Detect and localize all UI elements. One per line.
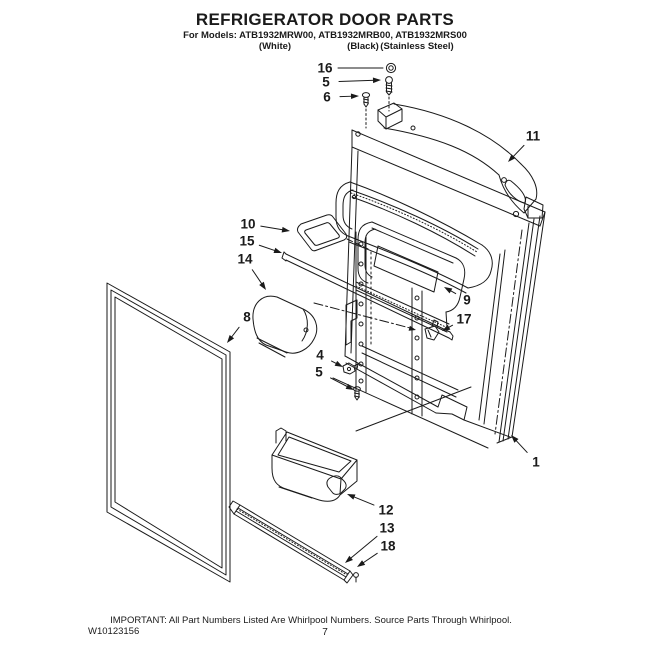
callout-14-arrowhead xyxy=(259,281,266,290)
callout-15-label: 15 xyxy=(239,234,255,249)
tray xyxy=(296,214,369,252)
callout-13-leader xyxy=(349,535,378,560)
callout-15-arrowhead xyxy=(273,247,282,254)
fastener-cap-16 xyxy=(385,62,397,74)
color-label-stainless: (Stainless Steel) xyxy=(380,41,454,52)
callout-13-label: 13 xyxy=(379,521,395,536)
callout-8-arrowhead xyxy=(227,334,235,343)
callout-1-leader xyxy=(514,438,528,453)
callout-1-arrowhead xyxy=(511,435,519,443)
callout-11-label: 11 xyxy=(526,129,541,144)
callout-18-leader xyxy=(361,552,378,565)
callout-6-label: 6 xyxy=(323,90,331,105)
butter-dish xyxy=(252,295,416,358)
callout-5-leader xyxy=(330,377,350,388)
callout-4-label: 4 xyxy=(316,348,324,363)
callout-6-arrowhead xyxy=(350,93,359,100)
page-number: 7 xyxy=(322,627,328,638)
bottom-trim-rail xyxy=(228,500,354,584)
callout-17-arrowhead xyxy=(442,324,451,331)
callout-10-arrowhead xyxy=(281,226,290,233)
page-title: REFRIGERATOR DOOR PARTS xyxy=(195,10,455,29)
callout-5-label: 5 xyxy=(315,365,323,380)
color-label-black: (Black) xyxy=(347,41,379,52)
fastener-screw-5-bottom xyxy=(353,386,361,401)
fastener-screw-6 xyxy=(361,92,371,129)
callout-14-leader xyxy=(251,269,264,286)
callout-12-leader xyxy=(352,495,375,506)
callout-12-label: 12 xyxy=(378,503,393,518)
document-number: W10123156 xyxy=(88,626,140,637)
callout-4-arrowhead xyxy=(334,360,343,367)
door-gasket xyxy=(106,282,231,583)
models-line: For Models: ATB1932MRW00, ATB1932MRB00, … xyxy=(183,30,467,41)
footer-important-note: IMPORTANT: All Part Numbers Listed Are W… xyxy=(110,615,512,626)
callout-1-label: 1 xyxy=(532,455,540,470)
callout-8-label: 8 xyxy=(243,310,251,325)
callout-5-arrowhead xyxy=(345,383,354,390)
fastener-clip-4 xyxy=(342,362,359,375)
callout-5-leader xyxy=(338,79,376,83)
callout-10-leader xyxy=(260,225,285,231)
callout-9-arrowhead xyxy=(444,287,453,294)
callout-16-label: 16 xyxy=(317,61,333,76)
callout-15-leader xyxy=(258,244,277,252)
fastener-screw-5-top xyxy=(385,76,393,112)
callout-11-arrowhead xyxy=(508,154,516,162)
shelf-rail xyxy=(281,251,454,341)
callout-9-label: 9 xyxy=(463,293,471,308)
door-shelf xyxy=(355,221,466,333)
callout-5-label: 5 xyxy=(322,75,330,90)
callout-8-leader xyxy=(230,326,240,339)
callout-18-label: 18 xyxy=(380,539,396,554)
callout-10-label: 10 xyxy=(240,217,255,232)
callout-14-label: 14 xyxy=(237,252,253,267)
callout-11-leader xyxy=(511,144,525,159)
door-liner xyxy=(344,129,546,444)
callout-5-arrowhead xyxy=(372,77,381,84)
fastener-screw-18 xyxy=(353,572,359,583)
callout-18-arrowhead xyxy=(357,560,366,567)
alignment-lines xyxy=(332,377,489,449)
retainer-clip-17 xyxy=(424,319,440,341)
color-label-white: (White) xyxy=(258,41,292,52)
callout-12-arrowhead xyxy=(347,494,356,500)
dairy-compartment xyxy=(335,181,493,294)
callout-13-arrowhead xyxy=(345,555,353,563)
top-trim-handle xyxy=(377,102,544,219)
door-bin xyxy=(271,427,358,502)
callout-17-label: 17 xyxy=(456,312,471,327)
